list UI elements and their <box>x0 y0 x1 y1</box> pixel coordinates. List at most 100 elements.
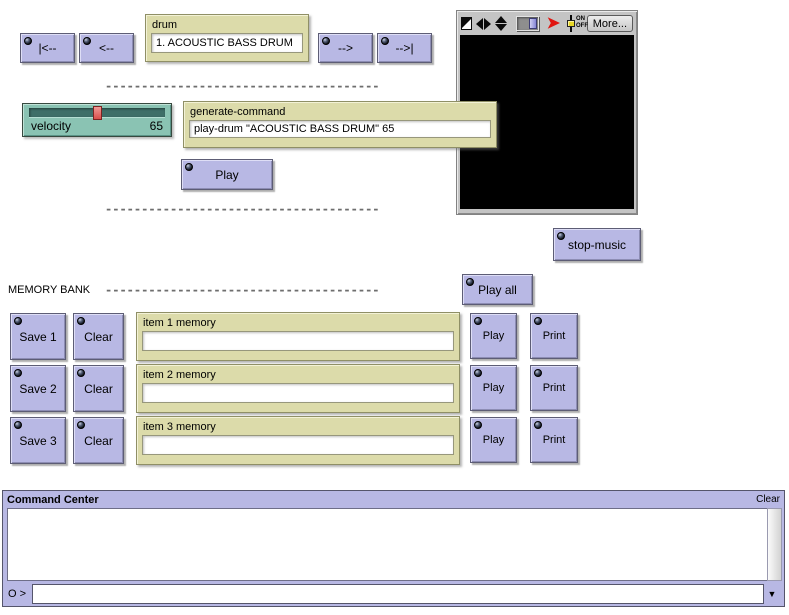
button-orb-icon <box>14 421 22 429</box>
history-dropdown-button[interactable]: ▼ <box>767 589 777 599</box>
command-center-title: Command Center <box>7 493 99 506</box>
more-button[interactable]: More... <box>586 15 633 32</box>
print-3-button[interactable]: Print <box>530 417 578 463</box>
drum-panel: drum 1. ACOUSTIC BASS DRUM <box>145 14 309 62</box>
save-2-label: Save 2 <box>19 381 57 396</box>
stop-music-label: stop-music <box>567 237 626 252</box>
nav-next-button[interactable]: --> <box>318 33 373 63</box>
separator-line-1: -------------------------------------- <box>105 79 380 93</box>
command-center-input-row: O > ▼ <box>7 584 780 604</box>
print-1-button[interactable]: Print <box>530 313 578 359</box>
nav-first-button[interactable]: |<-- <box>20 33 75 63</box>
nav-last-label: -->| <box>395 41 414 55</box>
save-3-button[interactable]: Save 3 <box>10 417 66 464</box>
stop-music-button[interactable]: stop-music <box>553 228 641 261</box>
command-input[interactable] <box>32 584 764 604</box>
toggle-on-label: ON <box>575 16 585 22</box>
left-triangle-icon <box>475 17 483 30</box>
print-2-button[interactable]: Print <box>530 365 578 411</box>
button-orb-icon <box>557 232 565 240</box>
play-1-button[interactable]: Play <box>470 313 517 359</box>
button-orb-icon <box>77 421 85 429</box>
contrast-diagonal-icon[interactable] <box>461 17 472 30</box>
velocity-slider-handle[interactable] <box>93 106 102 120</box>
button-orb-icon <box>381 37 389 45</box>
up-triangle-icon <box>494 16 507 23</box>
command-center-scrollbar[interactable] <box>767 508 782 581</box>
mini-slider-handle[interactable] <box>528 18 537 29</box>
button-orb-icon <box>185 163 193 171</box>
drum-panel-title: drum <box>152 19 178 31</box>
item-1-memory-title: item 1 memory <box>143 317 216 329</box>
item-1-memory-field[interactable] <box>142 331 454 351</box>
nav-prev-label: <-- <box>99 41 114 55</box>
print-2-label: Print <box>542 382 566 394</box>
velocity-value: 65 <box>149 119 163 133</box>
button-orb-icon <box>534 317 542 325</box>
button-orb-icon <box>14 317 22 325</box>
command-center-header: Command Center Clear <box>3 491 784 508</box>
velocity-labels: velocity 65 <box>31 119 163 133</box>
button-orb-icon <box>83 37 91 45</box>
play-label: Play <box>215 167 239 182</box>
button-orb-icon <box>474 421 482 429</box>
clear-2-button[interactable]: Clear <box>73 365 124 412</box>
button-orb-icon <box>77 369 85 377</box>
command-center-clear-button[interactable]: Clear <box>756 494 780 505</box>
play-2-button[interactable]: Play <box>470 365 517 411</box>
on-off-toggle-icon[interactable]: ON OFF <box>566 15 588 32</box>
red-arrow-icon[interactable]: ➤ <box>546 14 560 32</box>
command-prompt-label: O > <box>8 588 30 600</box>
command-center-output <box>7 508 767 581</box>
horizontal-arrows-icon[interactable] <box>475 17 491 30</box>
button-orb-icon <box>534 369 542 377</box>
save-2-button[interactable]: Save 2 <box>10 365 66 412</box>
clear-3-button[interactable]: Clear <box>73 417 124 464</box>
item-3-memory-panel: item 3 memory <box>136 416 460 465</box>
drum-value-field[interactable]: 1. ACOUSTIC BASS DRUM <box>151 33 303 53</box>
play-all-button[interactable]: Play all <box>462 274 533 305</box>
nav-next-label: --> <box>338 41 353 55</box>
save-1-button[interactable]: Save 1 <box>10 313 66 360</box>
print-3-label: Print <box>542 434 566 446</box>
save-1-label: Save 1 <box>19 329 57 344</box>
play-all-label: Play all <box>478 282 517 297</box>
play-1-label: Play <box>482 330 505 342</box>
play-2-label: Play <box>482 382 505 394</box>
toggle-labels: ON OFF <box>576 16 588 30</box>
button-orb-icon <box>466 278 474 286</box>
down-triangle-icon <box>494 24 507 31</box>
item-3-memory-title: item 3 memory <box>143 421 216 433</box>
item-2-memory-field[interactable] <box>142 383 454 403</box>
clear-1-button[interactable]: Clear <box>73 313 124 360</box>
toggle-off-label: OFF <box>575 23 588 29</box>
button-orb-icon <box>77 317 85 325</box>
button-orb-icon <box>474 369 482 377</box>
item-2-memory-panel: item 2 memory <box>136 364 460 413</box>
right-triangle-icon <box>483 17 491 30</box>
item-3-memory-field[interactable] <box>142 435 454 455</box>
generate-command-panel: generate-command play-drum "ACOUSTIC BAS… <box>183 101 497 148</box>
button-orb-icon <box>24 37 32 45</box>
vertical-arrows-icon[interactable] <box>494 16 507 31</box>
play-3-button[interactable]: Play <box>470 417 517 463</box>
save-3-label: Save 3 <box>19 433 57 448</box>
nav-prev-button[interactable]: <-- <box>79 33 134 63</box>
toggle-knob <box>566 20 575 27</box>
item-1-memory-panel: item 1 memory <box>136 312 460 361</box>
velocity-label: velocity <box>31 119 72 133</box>
generate-command-title: generate-command <box>190 106 286 118</box>
clear-1-label: Clear <box>84 329 113 344</box>
nav-last-button[interactable]: -->| <box>377 33 432 63</box>
display-toolbar: ➤ ON OFF More... <box>460 14 634 35</box>
play-button[interactable]: Play <box>181 159 273 190</box>
command-center-panel: Command Center Clear O > ▼ <box>2 490 785 607</box>
clear-2-label: Clear <box>84 381 113 396</box>
generate-command-field[interactable]: play-drum "ACOUSTIC BASS DRUM" 65 <box>189 120 491 138</box>
memory-bank-label: MEMORY BANK <box>8 284 91 296</box>
velocity-slider: velocity 65 <box>22 103 172 137</box>
item-2-memory-title: item 2 memory <box>143 369 216 381</box>
mini-slider-icon[interactable] <box>515 16 539 31</box>
button-orb-icon <box>474 317 482 325</box>
